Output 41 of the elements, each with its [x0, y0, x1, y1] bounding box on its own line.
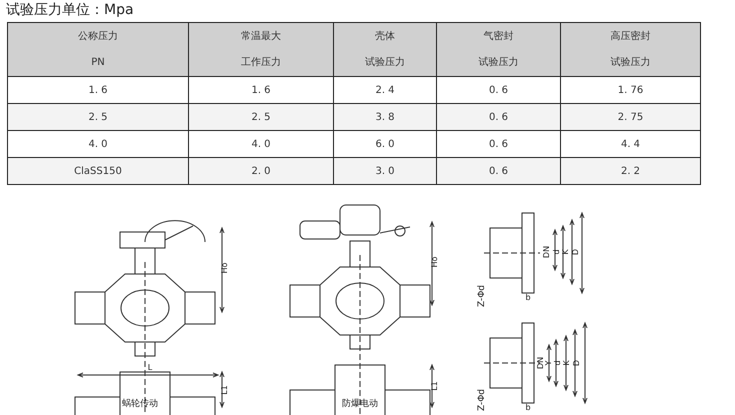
dimension-label: Y — [544, 360, 553, 366]
dimension-label: d — [553, 360, 562, 366]
dimension-label: Ho — [220, 262, 229, 274]
header-text: 气密封 — [484, 30, 514, 43]
table-cell: 0. 6 — [436, 157, 561, 185]
dimension-label: DN — [536, 356, 545, 370]
table-cell: 3. 8 — [333, 103, 437, 131]
table-cell: 0. 6 — [436, 103, 561, 131]
header-text: 试验压力 — [610, 56, 650, 70]
dimension-label: b — [525, 293, 531, 302]
table-cell: 2. 75 — [560, 103, 701, 131]
header-text: 工作压力 — [241, 56, 281, 70]
table-cell: ClaSS150 — [7, 157, 189, 185]
table-cell: 2. 2 — [560, 157, 701, 185]
table-cell: 2. 5 — [7, 103, 189, 131]
dimension-label: K — [562, 360, 571, 366]
dimension-label: b — [525, 403, 531, 412]
dimension-label: D — [571, 248, 580, 256]
drawing-caption: Z-Φd — [477, 388, 487, 412]
header-text: 公称压力 — [78, 30, 118, 43]
drawing-caption: Z-Φd — [477, 284, 487, 308]
dimension-label: Ho — [430, 256, 439, 268]
drawing-caption: 防爆电动 — [342, 399, 378, 409]
table-cell: 3. 0 — [333, 157, 437, 185]
dimension-label: L — [148, 363, 152, 372]
table-cell: 2. 5 — [188, 103, 334, 131]
drawing-caption: 蜗轮传动 — [122, 399, 158, 409]
dimension-label: d — [552, 249, 561, 255]
header-text: 试验压力 — [365, 56, 405, 70]
header-text: 试验压力 — [478, 56, 518, 70]
dimension-label: K — [561, 249, 570, 255]
header-text: 常温最大 — [241, 30, 281, 43]
header-text: PN — [91, 56, 105, 70]
header-text: 壳体 — [375, 30, 395, 43]
dimension-label: L1 — [430, 381, 439, 391]
table-title: 试验压力单位：Mpa — [6, 1, 134, 19]
dimension-label: D — [572, 360, 581, 366]
dimension-label: DN — [542, 246, 551, 258]
dimension-label: L1 — [220, 385, 229, 395]
header-text: 高压密封 — [610, 30, 650, 43]
table-cell: 2. 0 — [188, 157, 334, 185]
